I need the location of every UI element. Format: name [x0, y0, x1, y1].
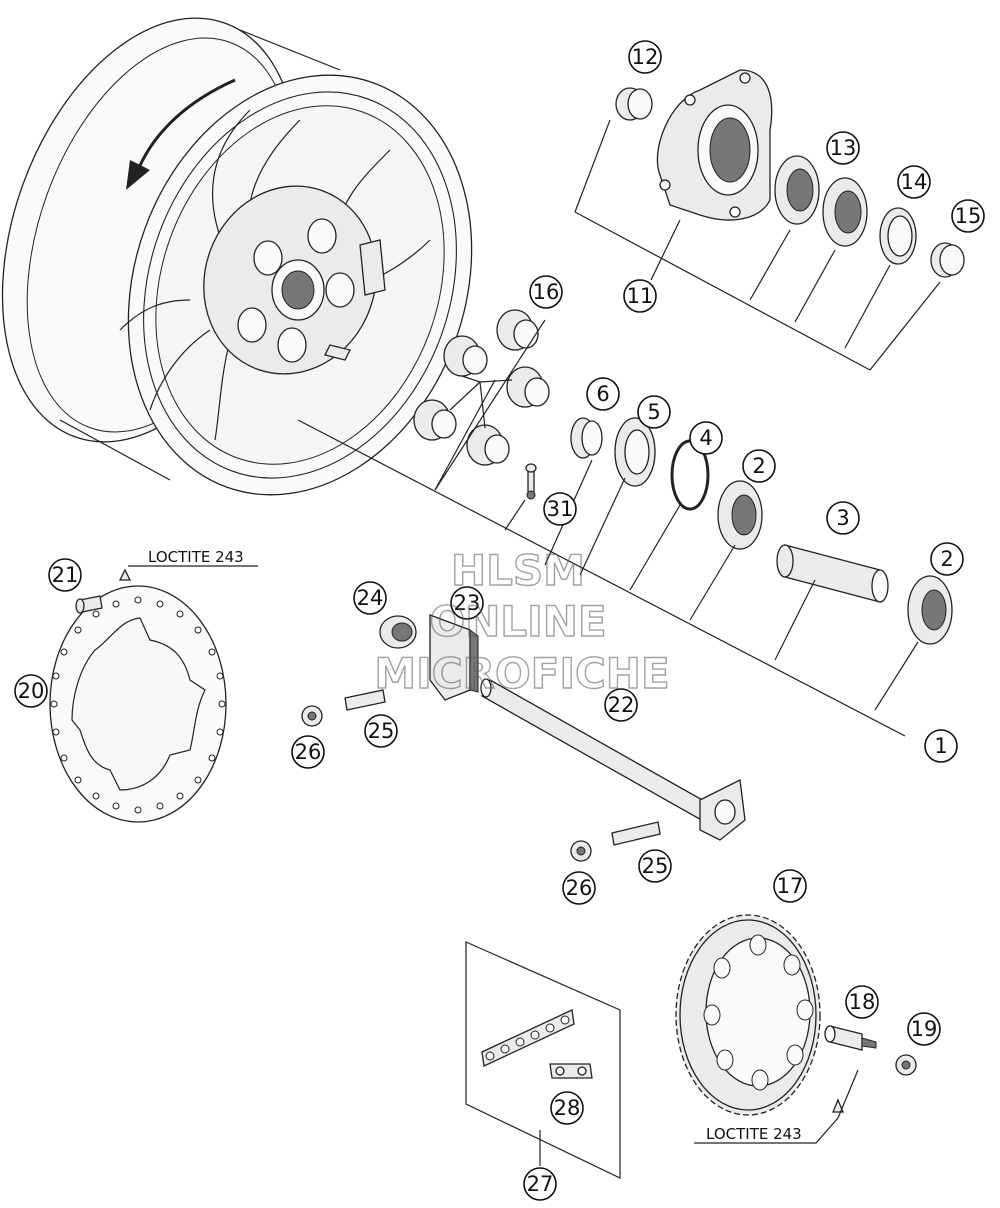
seal-14 [879, 207, 917, 265]
bearing-13b [822, 177, 868, 247]
loctite-note-disc: LOCTITE 243 [148, 548, 244, 566]
svg-text:19: 19 [911, 1017, 938, 1041]
svg-text:15: 15 [955, 204, 982, 228]
bearing-13a [774, 155, 820, 225]
seal-5 [614, 417, 656, 487]
svg-text:12: 12 [632, 45, 659, 69]
watermark-line2: ONLINE [429, 597, 606, 646]
cush-drive-hub [656, 69, 773, 221]
callout-31: 31 [543, 492, 577, 526]
distance-tube-3 [776, 544, 889, 603]
callout-24: 24 [353, 581, 387, 615]
svg-text:5: 5 [647, 400, 660, 424]
spacer-12 [615, 87, 653, 121]
callout-12: 12 [628, 40, 662, 74]
chain-adjuster-23 [429, 614, 479, 701]
watermark-line3: MICROFICHE [374, 649, 669, 698]
callout-28: 28 [550, 1091, 584, 1125]
spacer-6 [570, 417, 603, 459]
loctite-drop-disc [118, 568, 132, 581]
svg-text:23: 23 [454, 591, 481, 615]
svg-text:17: 17 [777, 874, 804, 898]
callout-22: 22 [604, 688, 638, 722]
svg-text:24: 24 [357, 586, 384, 610]
callout-14: 14 [897, 165, 931, 199]
bearing-2b [907, 575, 953, 645]
damper-rubbers-16 [413, 309, 550, 466]
loctite-drop-sprocket [832, 1098, 844, 1113]
callout-13: 13 [826, 131, 860, 165]
callout-23: 23 [450, 586, 484, 620]
svg-text:11: 11 [627, 284, 654, 308]
rear-sprocket-17 [675, 914, 821, 1116]
svg-text:25: 25 [368, 719, 395, 743]
callout-26-left: 26 [291, 735, 325, 769]
brake-disc-20 [49, 585, 227, 823]
svg-text:3: 3 [836, 506, 849, 530]
callout-26-right: 26 [562, 871, 596, 905]
svg-text:28: 28 [554, 1096, 581, 1120]
svg-text:13: 13 [830, 136, 857, 160]
stud-18 [824, 1025, 877, 1051]
callout-25-left: 25 [364, 714, 398, 748]
svg-text:20: 20 [18, 679, 45, 703]
callout-6: 6 [586, 377, 620, 411]
chain-link-28 [549, 1063, 593, 1079]
disc-screw-21 [75, 595, 103, 614]
nut-19 [895, 1054, 917, 1076]
axle-22 [480, 678, 721, 827]
svg-text:25: 25 [642, 854, 669, 878]
valve-31 [525, 463, 537, 500]
svg-text:2: 2 [940, 547, 953, 571]
svg-text:14: 14 [901, 170, 928, 194]
callout-17: 17 [773, 869, 807, 903]
adjust-screw-25a [344, 689, 386, 711]
svg-text:16: 16 [533, 280, 560, 304]
callout-18: 18 [845, 985, 879, 1019]
callout-2-lower: 2 [930, 542, 964, 576]
disc-holes [50, 596, 226, 814]
svg-text:6: 6 [596, 382, 609, 406]
callout-27: 27 [523, 1167, 557, 1201]
callout-11: 11 [623, 279, 657, 313]
bearing-2a [717, 480, 763, 550]
callout-25-right: 25 [638, 849, 672, 883]
svg-text:26: 26 [566, 876, 593, 900]
svg-text:2: 2 [752, 454, 765, 478]
nut-26b [570, 840, 592, 862]
watermark: HLSM ONLINE MICROFICHE [374, 545, 671, 698]
svg-text:1: 1 [934, 734, 947, 758]
svg-text:21: 21 [52, 563, 79, 587]
callout-2-upper: 2 [742, 449, 776, 483]
adjust-screw-25b [611, 821, 661, 846]
svg-text:4: 4 [699, 426, 712, 450]
watermark-line1: HLSM [451, 546, 585, 595]
svg-text:31: 31 [547, 497, 574, 521]
callout-21: 21 [48, 558, 82, 592]
chain-adjuster-right [699, 779, 746, 841]
callout-15: 15 [951, 199, 985, 233]
callout-19: 19 [907, 1012, 941, 1046]
axle-nut-24 [379, 615, 417, 649]
rear-wheel [1, 17, 473, 496]
nut-26a [301, 705, 323, 727]
callout-4: 4 [689, 421, 723, 455]
svg-text:18: 18 [849, 990, 876, 1014]
loctite-note-sprocket: LOCTITE 243 [706, 1125, 802, 1143]
svg-text:26: 26 [295, 740, 322, 764]
callout-16: 16 [529, 275, 563, 309]
chain-27 [465, 941, 621, 1179]
svg-text:22: 22 [608, 693, 635, 717]
svg-text:27: 27 [527, 1172, 554, 1196]
spacer-15 [930, 242, 965, 278]
callout-5: 5 [637, 395, 671, 429]
callout-20: 20 [14, 674, 48, 708]
callout-1: 1 [924, 729, 958, 763]
callout-3: 3 [826, 501, 860, 535]
